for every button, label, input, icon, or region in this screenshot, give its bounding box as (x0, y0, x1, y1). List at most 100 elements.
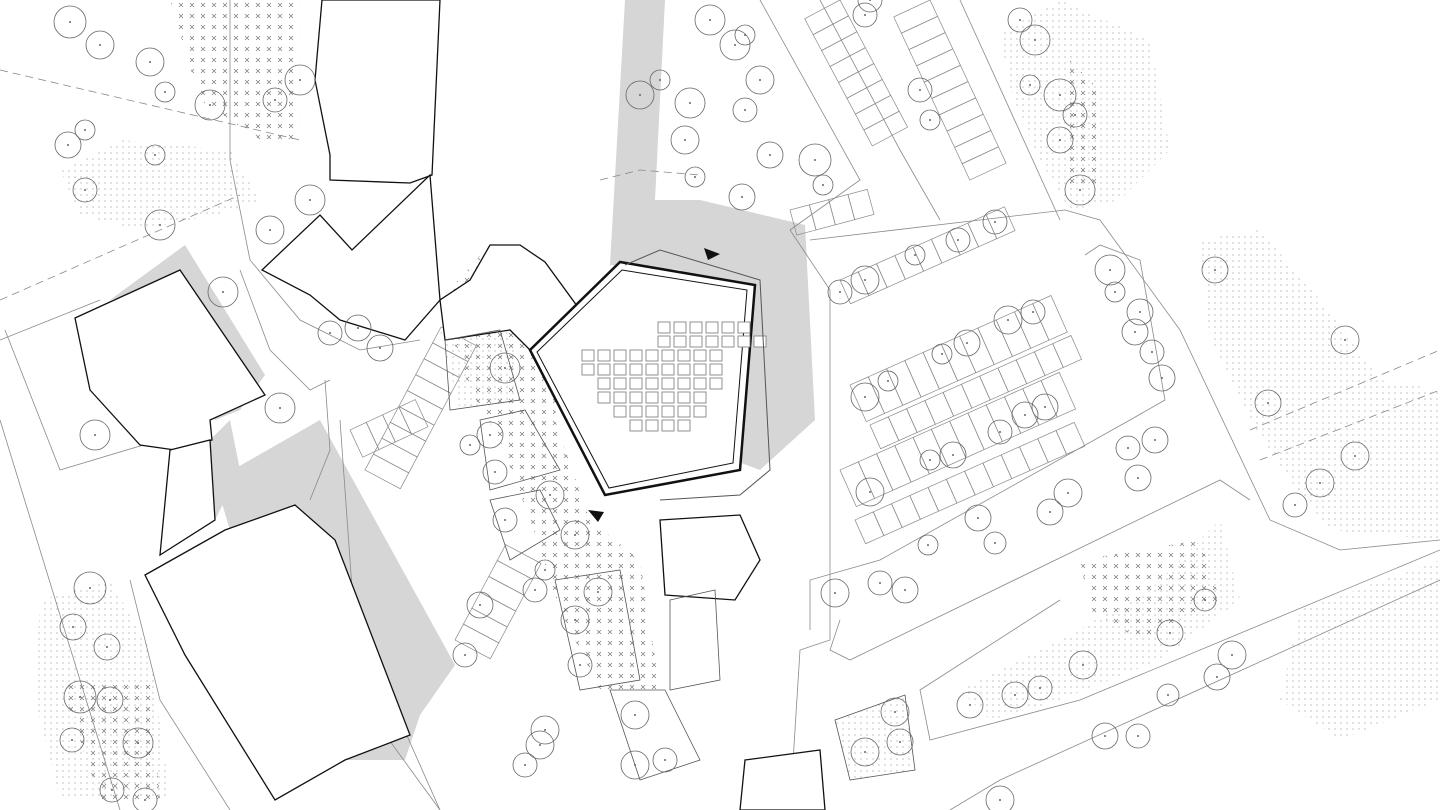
tree-trunk (274, 99, 276, 101)
tree (59, 613, 87, 641)
tree-canopy (1068, 650, 1098, 680)
parking-row (364, 326, 477, 490)
tree-canopy (1193, 588, 1217, 612)
tree (583, 577, 613, 607)
seat-block (597, 363, 611, 376)
seat-block (645, 377, 659, 390)
tree-canopy (59, 613, 87, 641)
tree (144, 209, 176, 241)
tree (1011, 401, 1039, 429)
parking-stall (846, 78, 892, 115)
dotted-area (1200, 230, 1440, 540)
seat-block (661, 419, 675, 432)
tree-trunk (504, 519, 506, 521)
tree (489, 352, 521, 384)
tree-trunk (709, 19, 711, 21)
parking-stall (912, 428, 949, 475)
vegetation-areas (35, 0, 1440, 800)
tree-trunk (357, 327, 359, 329)
tree-trunk (539, 744, 541, 746)
tree (852, 2, 878, 28)
tree-canopy (63, 680, 97, 714)
tree-canopy (583, 577, 613, 607)
road-line (129, 579, 231, 810)
tree-canopy (877, 370, 899, 392)
paving-area (60, 680, 160, 800)
tree (983, 531, 1007, 555)
tree-canopy (79, 419, 111, 451)
tree (1139, 339, 1165, 365)
tree-trunk (966, 342, 968, 344)
tree-canopy (987, 419, 1013, 445)
tree-canopy (880, 697, 910, 727)
tree (1305, 468, 1335, 498)
seat-block (629, 405, 643, 418)
tree-canopy (745, 65, 775, 95)
tree-canopy (1126, 298, 1154, 326)
tree (294, 184, 326, 216)
tree-canopy (798, 143, 832, 177)
tree-canopy (728, 183, 756, 211)
tree-canopy (674, 87, 706, 119)
parking-row (454, 544, 542, 660)
seat-block (677, 349, 691, 362)
seat-block (693, 349, 707, 362)
tree-canopy (73, 571, 107, 605)
tree-trunk (479, 604, 481, 606)
seat-block (693, 377, 707, 390)
parking-stall (829, 47, 875, 83)
tree (135, 47, 165, 77)
tree (877, 370, 899, 392)
tree (620, 700, 650, 730)
tree-canopy (956, 691, 984, 719)
tree-canopy (492, 507, 518, 533)
tree-canopy (620, 700, 650, 730)
seat-block (581, 349, 595, 362)
tree-canopy (476, 421, 504, 449)
tree-trunk (524, 764, 526, 766)
tree-canopy (567, 652, 593, 678)
tree-canopy (489, 352, 521, 384)
tree-trunk (929, 459, 931, 461)
seat-block (661, 405, 675, 418)
parking-stall (839, 271, 870, 305)
tree-trunk (1154, 439, 1156, 441)
seat-block (613, 349, 627, 362)
building (314, 0, 441, 184)
tree-canopy (917, 534, 939, 556)
tree-canopy (54, 131, 82, 159)
seat-block (661, 377, 675, 390)
tree (1254, 389, 1282, 417)
tree-canopy (850, 382, 880, 412)
tree-canopy (96, 686, 124, 714)
parking-stall (940, 335, 977, 382)
tree-canopy (670, 125, 700, 155)
tree-trunk (769, 154, 771, 156)
tree-canopy (1020, 299, 1046, 325)
tree (652, 747, 678, 773)
tree (1062, 102, 1088, 128)
tree-trunk (894, 711, 896, 713)
tree-canopy (1156, 683, 1180, 707)
tree (1121, 318, 1149, 346)
tree-trunk (734, 44, 736, 46)
tree (993, 305, 1023, 335)
outer-walkway (624, 249, 771, 501)
building (659, 514, 761, 601)
tree-trunk (222, 291, 224, 293)
tree-trunk (927, 544, 929, 546)
tree-trunk (1167, 694, 1169, 696)
parking-stall (1003, 388, 1040, 434)
tree (982, 209, 1008, 235)
buildings (74, 0, 916, 810)
tree (939, 441, 967, 469)
parking-stall (893, 0, 939, 34)
tree (85, 30, 115, 60)
tree-trunk (464, 654, 466, 656)
tree-canopy (983, 531, 1007, 555)
tree-canopy (1027, 675, 1053, 701)
road-line (819, 0, 941, 221)
tree (132, 787, 158, 810)
